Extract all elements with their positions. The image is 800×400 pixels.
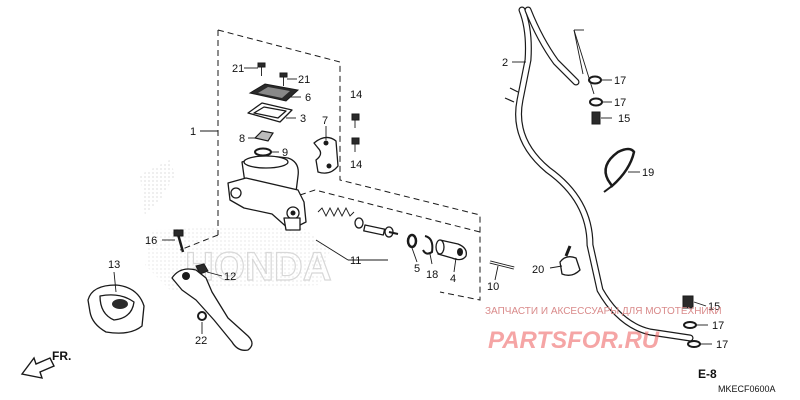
screw-21a: [257, 62, 266, 76]
hose-clamp-19: [603, 147, 636, 193]
callout-9: 9: [282, 147, 288, 159]
callout-1: 1: [190, 126, 196, 138]
callout-6: 6: [305, 92, 311, 104]
master-cylinder-body-1: [227, 155, 307, 231]
callout-17b: 17: [614, 97, 626, 109]
callout-15a: 15: [618, 113, 630, 125]
callout-22: 22: [195, 335, 207, 347]
bolt-14b: [351, 137, 360, 152]
boot-4: [435, 239, 467, 261]
piston-kit-11: [317, 206, 399, 238]
callout-21a: 21: [232, 63, 244, 75]
washer-17b: [589, 97, 603, 107]
callout-17d: 17: [716, 339, 728, 351]
callout-17a: 17: [614, 75, 626, 87]
diaphragm-plate-3: [247, 102, 293, 123]
callout-8: 8: [239, 133, 245, 145]
bolt-15b: [682, 295, 694, 309]
callout-3: 3: [300, 113, 306, 125]
o-ring-9: [254, 147, 272, 157]
watermark-logo: PARTSFOR.RU: [488, 327, 660, 354]
callout-7: 7: [322, 115, 328, 127]
front-arrow: FR.: [20, 349, 71, 379]
washer-17a: [588, 75, 602, 85]
callout-17c: 17: [712, 320, 724, 332]
washer-17c: [683, 321, 697, 329]
leader-lines: [113, 29, 712, 345]
washer-17d: [687, 340, 701, 348]
reservoir-cap-6: [248, 83, 300, 102]
callout-19: 19: [642, 167, 654, 179]
callouts: 1 2 3 4 5 6 7 8 9 10 11 12 13 14 14 15 1…: [108, 57, 728, 351]
front-arrow-label: FR.: [52, 349, 71, 363]
reference-label: E-8: [698, 367, 717, 381]
callout-11: 11: [350, 255, 361, 267]
callout-16: 16: [145, 235, 157, 247]
callout-15b: 15: [708, 301, 720, 313]
assembly-boundary: [179, 29, 481, 301]
lever-cover-13: [87, 284, 145, 334]
callout-12: 12: [224, 271, 236, 283]
bolt-15a: [591, 111, 601, 125]
callout-4: 4: [450, 273, 456, 285]
diaphragm-8: [253, 130, 274, 142]
circlip-18: [422, 235, 434, 255]
pivot-bolt-16: [173, 229, 185, 253]
push-rod-10: [489, 260, 515, 270]
callout-5: 5: [414, 263, 420, 275]
callout-20: 20: [532, 264, 544, 276]
lever-holder-7: [313, 136, 339, 174]
screw-21b: [279, 72, 288, 86]
bolt-14a: [351, 113, 360, 128]
hose-guide-20: [559, 245, 581, 276]
watermark: ЗАПЧАСТИ И АКСЕССУАРЫ ДЛЯ МОТОТЕХНИКИ PA…: [485, 306, 722, 354]
clutch-hose-2: [504, 6, 694, 342]
callout-14a: 14: [350, 89, 362, 101]
watermark-caption: ЗАПЧАСТИ И АКСЕССУАРЫ ДЛЯ МОТОТЕХНИКИ: [485, 306, 722, 317]
callout-10: 10: [487, 281, 499, 293]
callout-13: 13: [108, 259, 120, 271]
diagram-code: MKECF0600A: [718, 384, 776, 394]
washer-22: [197, 311, 207, 321]
washer-5: [406, 233, 418, 249]
callout-18: 18: [426, 269, 438, 281]
callout-2: 2: [502, 57, 508, 69]
background-logo-text: HONDA: [185, 245, 332, 289]
callout-21b: 21: [298, 74, 310, 86]
clutch-lever: [171, 268, 253, 351]
callout-14b: 14: [350, 159, 362, 171]
